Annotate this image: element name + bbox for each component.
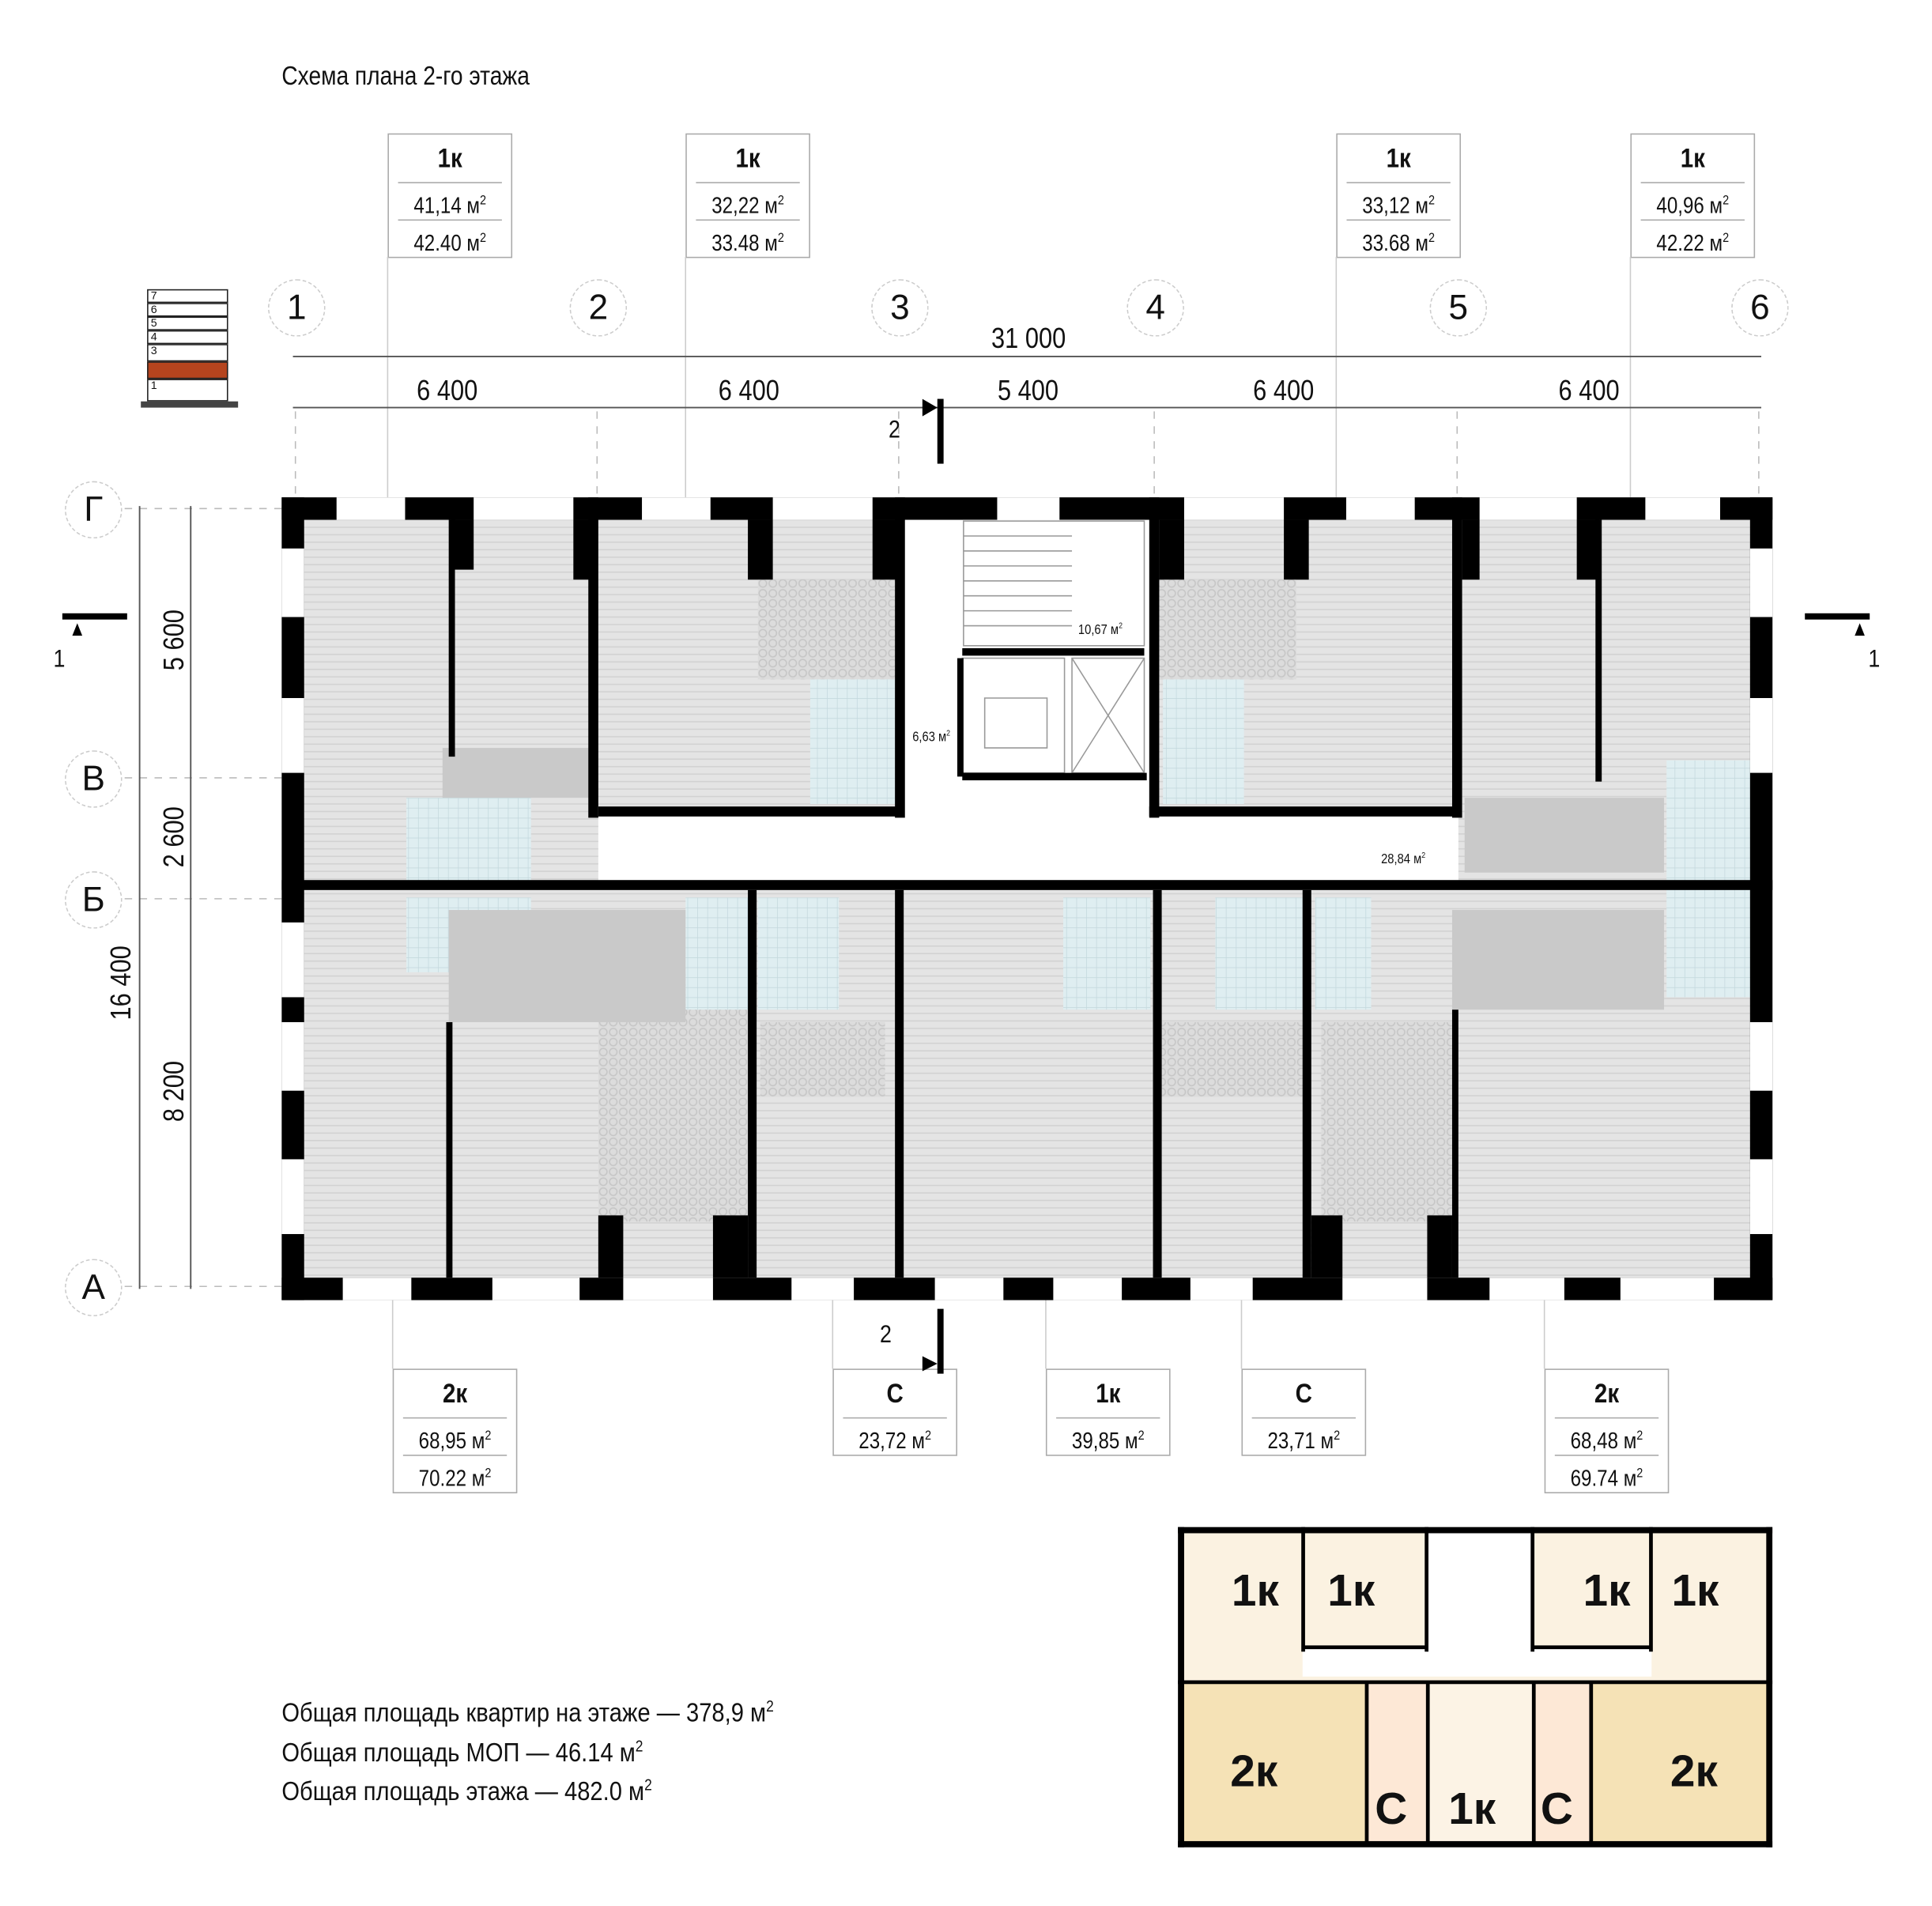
dim-span: 6 400 (417, 374, 478, 407)
dim-span: 2 600 (157, 806, 191, 868)
floor-7: 7 (147, 289, 228, 304)
minimap-label: 1к (1327, 1564, 1375, 1616)
axis-marker-A: А (64, 1259, 123, 1317)
axis-marker-6: 6 (1731, 279, 1789, 337)
dim-total-depth: 16 400 (104, 945, 137, 1021)
axis-marker-G: Г (64, 481, 123, 539)
page-title: Схема плана 2-го этажа (281, 62, 530, 92)
minimap: 1к 1к 1к 1к 2к С 1к С 2к (1178, 1527, 1773, 1847)
minimap-label: 1к (1231, 1564, 1279, 1616)
axis-marker-B: Б (64, 871, 123, 929)
floor-3: 3 (147, 344, 228, 362)
minimap-label: 1к (1671, 1564, 1719, 1616)
section-label-2-top: 2 (888, 416, 900, 444)
axis-marker-4: 4 (1126, 279, 1184, 337)
floor-4: 4 (147, 330, 228, 345)
dim-span: 6 400 (718, 374, 779, 407)
minimap-label: С (1375, 1782, 1408, 1834)
axis-marker-3: 3 (871, 279, 929, 337)
dim-span: 6 400 (1253, 374, 1315, 407)
minimap-label: 2к (1670, 1745, 1718, 1797)
axis-marker-5: 5 (1429, 279, 1488, 337)
dim-span: 5 600 (157, 610, 191, 671)
total-common-area: Общая площадь МОП — 46.14 м2 (281, 1738, 643, 1768)
minimap-label: 2к (1230, 1745, 1278, 1797)
section-label-1-right: 1 (1868, 645, 1881, 674)
total-apartments-area: Общая площадь квартир на этаже — 378,9 м… (281, 1697, 774, 1728)
section-markers (62, 398, 1870, 1374)
stair-area: 10,67 м2 (1077, 621, 1123, 638)
section-label-1-left: 1 (53, 645, 66, 674)
grid-lines (124, 411, 1760, 1288)
axis-marker-2: 2 (569, 279, 628, 337)
dim-total-width: 31 000 (991, 321, 1066, 354)
axis-marker-1: 1 (268, 279, 326, 337)
minimap-drawing (1178, 1527, 1773, 1847)
dimension-lines (138, 356, 1762, 1289)
minimap-label: 1к (1583, 1564, 1631, 1616)
dim-span: 5 400 (997, 374, 1059, 407)
section-label-2-bottom: 2 (879, 1321, 892, 1349)
staircase (961, 520, 1145, 774)
minimap-label: 1к (1448, 1782, 1496, 1834)
floor-6: 6 (147, 303, 228, 317)
windows (281, 497, 1773, 1300)
axis-marker-V: В (64, 750, 123, 808)
ground-line (141, 401, 239, 408)
floor-1: 1 (147, 379, 228, 402)
lobby-area: 6,63 м2 (912, 729, 951, 745)
corridor-area: 28,84 м2 (1381, 851, 1426, 867)
dim-span: 6 400 (1558, 374, 1620, 407)
dim-span: 8 200 (157, 1060, 191, 1123)
floor-2-current: 2 (147, 361, 228, 379)
floor-5: 5 (147, 316, 228, 330)
total-floor-area: Общая площадь этажа — 482.0 м2 (281, 1776, 652, 1806)
minimap-label: С (1540, 1782, 1573, 1834)
